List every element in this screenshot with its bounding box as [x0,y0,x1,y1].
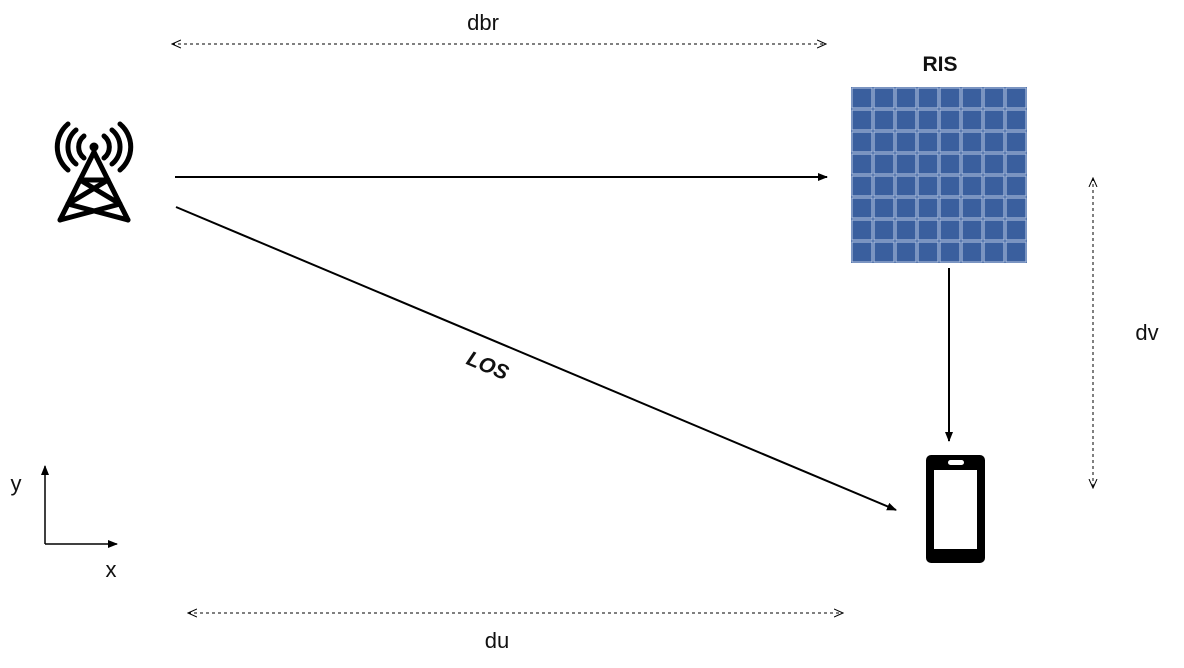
ris-element [851,153,873,175]
ris-element [939,153,961,175]
cell-tower-icon [54,121,134,223]
ris-element [895,219,917,241]
ris-element [873,197,895,219]
ris-element [939,175,961,197]
ris-element [983,197,1005,219]
ris-element [961,109,983,131]
ris-element [917,197,939,219]
smartphone-screen [934,470,977,549]
ris-element [873,109,895,131]
ris-element [851,175,873,197]
ris-element [895,175,917,197]
ris-element [1005,109,1027,131]
ris-element [917,241,939,263]
los-label: LOS [463,347,512,385]
ris-element [939,241,961,263]
ris-element [1005,219,1027,241]
ris-element [873,241,895,263]
du-label: du [485,628,509,653]
ris-element [939,109,961,131]
ris-element [873,153,895,175]
ris-element [1005,87,1027,109]
ris-element [983,153,1005,175]
ris-element [961,241,983,263]
ris-panel [851,87,1027,263]
ris-element [895,197,917,219]
ris-element [1005,197,1027,219]
ris-element [873,87,895,109]
ris-element [983,219,1005,241]
ris-element [851,131,873,153]
ris-element [895,87,917,109]
smartphone-icon [926,455,985,563]
ris-element [851,241,873,263]
x-axis-label: x [106,557,117,582]
dv-label: dv [1135,320,1158,345]
ris-element [983,175,1005,197]
ris-element [983,241,1005,263]
ris-element [939,197,961,219]
ris-element [1005,241,1027,263]
ris-element [961,87,983,109]
ris-element [917,219,939,241]
ris-element [895,241,917,263]
ris-element [873,219,895,241]
smartphone-speaker [948,460,964,465]
ris-element [917,175,939,197]
ris-element [873,131,895,153]
ris-element [961,131,983,153]
ris-element [939,219,961,241]
ris-element [917,109,939,131]
ris-element [895,109,917,131]
ris-element [851,87,873,109]
ris-element [939,131,961,153]
ris-element [917,153,939,175]
ris-element [961,153,983,175]
ris-element [917,87,939,109]
ris-element [1005,153,1027,175]
ris-element [873,175,895,197]
ris-element [983,131,1005,153]
ris-element [895,131,917,153]
ris-element [851,219,873,241]
ris-label: RIS [922,53,957,76]
ris-element [961,175,983,197]
ris-element [983,109,1005,131]
y-axis-label: y [11,471,22,496]
ris-element [1005,131,1027,153]
dbr-label: dbr [467,10,499,35]
ris-element [961,197,983,219]
ris-element [917,131,939,153]
los-link [175,206,897,511]
ris-element [939,87,961,109]
ris-element [1005,175,1027,197]
ris-element [961,219,983,241]
ris-element [983,87,1005,109]
ris-element [895,153,917,175]
ris-element [851,109,873,131]
ris-element [851,197,873,219]
ris-grid [851,87,1027,263]
